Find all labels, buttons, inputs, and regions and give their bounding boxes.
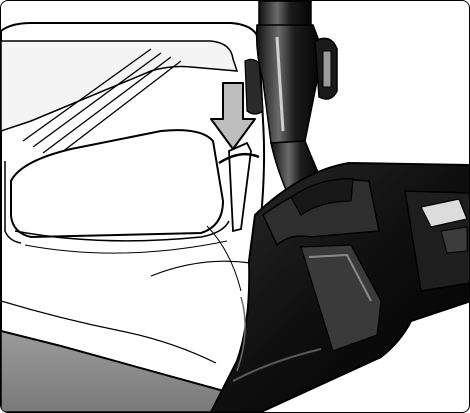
illustration-frame: Miele: [0, 0, 470, 413]
parking-illustration: Miele: [1, 1, 469, 412]
